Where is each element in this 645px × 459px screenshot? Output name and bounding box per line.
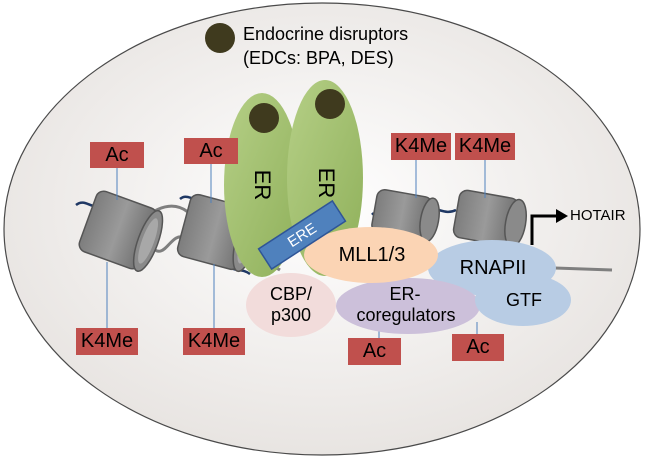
er-label-left: ER — [250, 169, 275, 201]
edc-bound-dot — [249, 103, 279, 133]
rnapii-label: RNAPII — [459, 256, 527, 279]
er-label-right: ER — [314, 167, 339, 199]
coregulator-complex — [336, 278, 480, 334]
coreg-label-line-2: coregulators — [356, 304, 456, 325]
mark-top-2: Ac — [184, 138, 238, 164]
er-receptor-left — [224, 93, 300, 277]
transcription-arrow — [530, 214, 558, 245]
legend-line-1: Endocrine disruptors — [243, 24, 409, 44]
cbp-label-line-1: CBP/ — [269, 283, 312, 304]
edc-bound-dot — [315, 89, 345, 119]
mark-top-1: Ac — [90, 142, 144, 168]
mark-connectors — [106, 160, 486, 338]
coreg-label-line-1: ER- — [389, 283, 421, 304]
cbp-p300-complex — [246, 273, 336, 337]
arrow-head-icon — [556, 209, 568, 223]
legend-line-2: (EDCs: BPA, DES) — [243, 48, 394, 68]
ere-element — [257, 199, 347, 271]
edc-legend-dot — [205, 23, 235, 53]
mark-top-3: K4Me — [391, 133, 451, 160]
nucleosome — [78, 190, 164, 272]
gene-label: HOTAIR — [570, 207, 626, 224]
gtf-complex — [475, 274, 571, 326]
gtf-label: GTF — [506, 289, 542, 310]
mark-bottom-1: K4Me — [76, 328, 138, 355]
mark-bottom-2: K4Me — [183, 328, 245, 355]
cbp-label-line-2: p300 — [270, 304, 312, 325]
mll-label: MLL1/3 — [338, 243, 406, 266]
mark-bottom-3: Ac — [348, 338, 401, 365]
mark-top-4: K4Me — [455, 133, 515, 160]
mark-bottom-4: Ac — [452, 334, 504, 361]
mll-complex — [304, 227, 438, 283]
